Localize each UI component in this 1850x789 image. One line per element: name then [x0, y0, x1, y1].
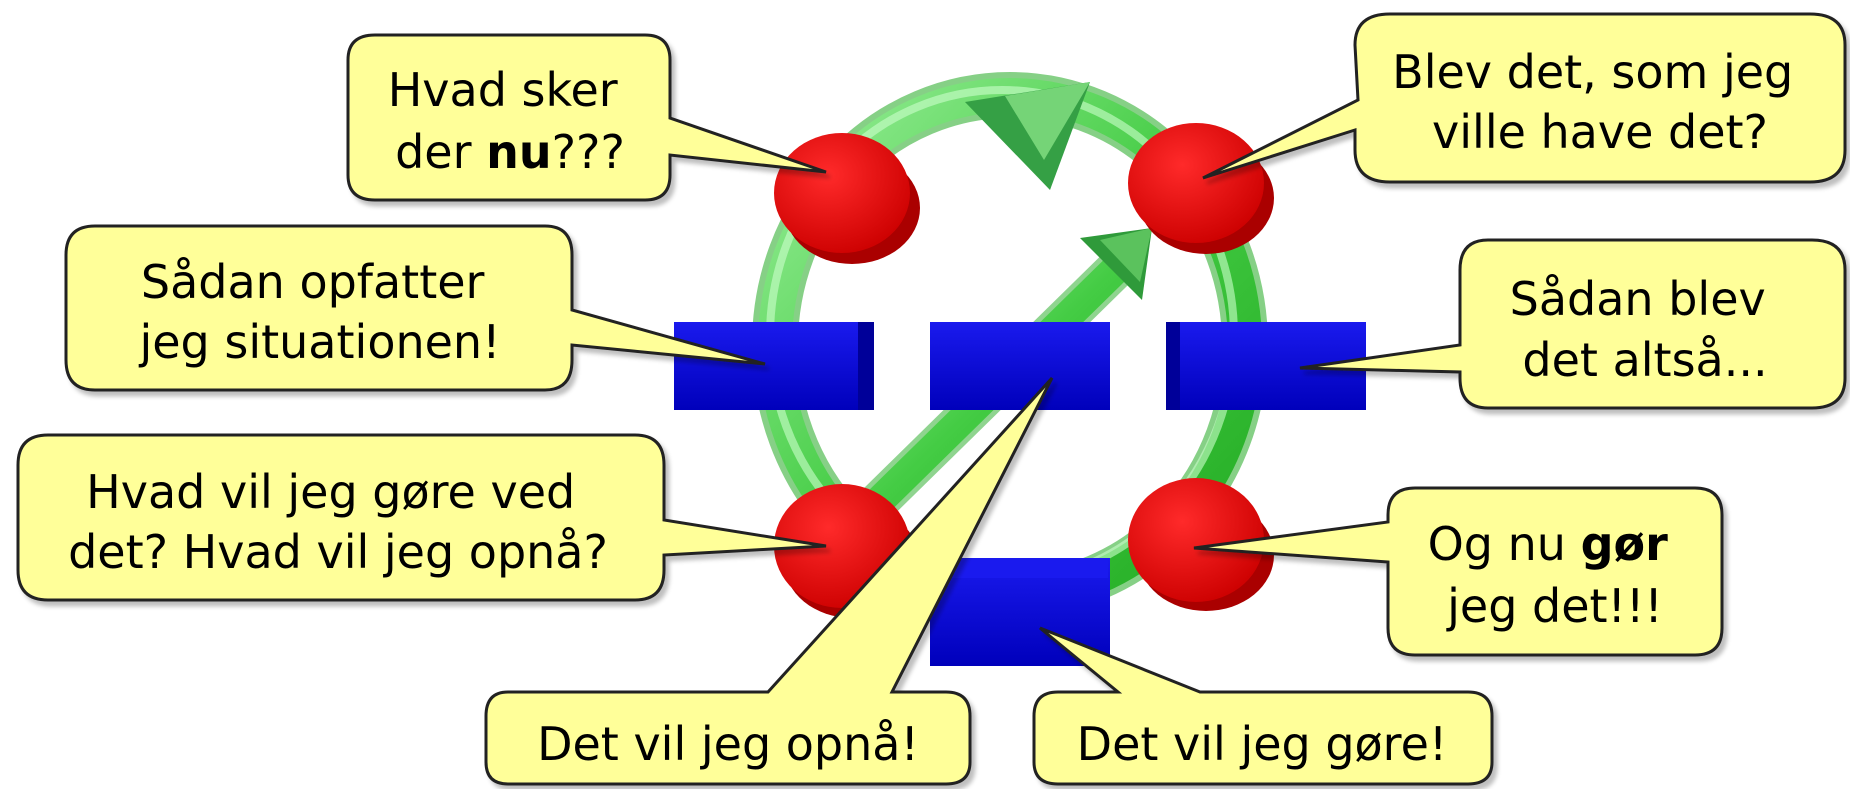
- callout-low-left: [16, 433, 827, 602]
- node-top-left: [774, 133, 920, 264]
- ring-arrowhead-icon: [965, 82, 1090, 190]
- callout-bottom-right: [1032, 626, 1494, 786]
- callout-mid-right: [1299, 238, 1847, 410]
- callout-bottom-left: [484, 376, 1054, 786]
- callout-low-right-text: Og nu gør jeg det!!!: [1428, 517, 1683, 633]
- callout-top-right-text: Blev det, som jeg ville have det?: [1392, 45, 1808, 159]
- node-bottom-right: [1128, 478, 1274, 611]
- callout-top-right: [1202, 12, 1847, 184]
- callout-top-left: [346, 33, 827, 202]
- block-left: [674, 322, 874, 410]
- block-bottom: [930, 558, 1110, 666]
- callout-bottom-right-text: Det vil jeg gøre!: [1077, 717, 1448, 771]
- node-top-right: [1128, 123, 1274, 254]
- callout-low-right: [1193, 486, 1724, 657]
- callout-mid-left-text: Sådan opfatter jeg situationen!: [138, 255, 500, 369]
- callout-mid-left: [64, 224, 766, 392]
- callout-mid-right-text: Sådan blev det altså...: [1510, 272, 1781, 387]
- block-center: [930, 322, 1110, 410]
- callout-top-left-text: Hvad sker der nu???: [388, 63, 633, 179]
- callout-low-left-text: Hvad vil jeg gøre ved det? Hvad vil jeg …: [68, 465, 608, 579]
- callout-bottom-left-text: Det vil jeg opnå!: [537, 717, 919, 771]
